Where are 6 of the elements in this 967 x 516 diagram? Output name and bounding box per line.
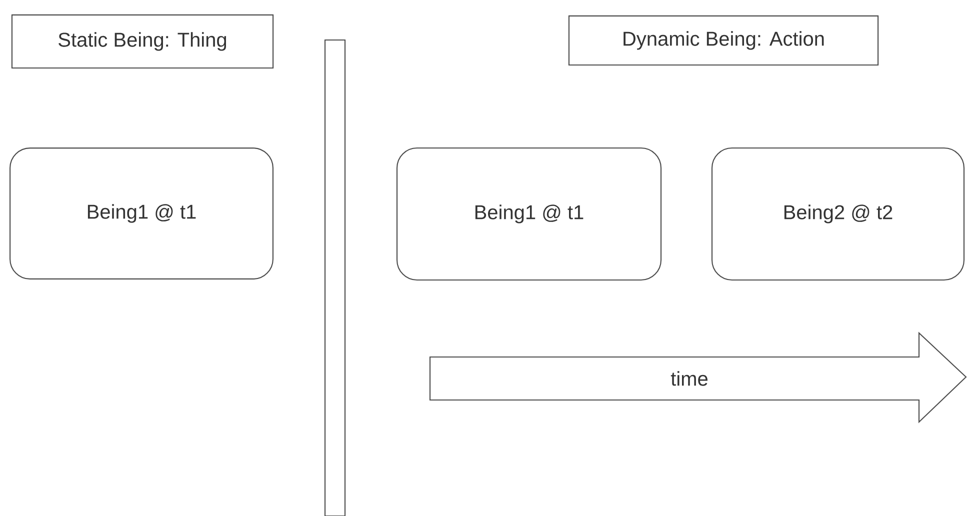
- title-box: Dynamic Being: Action: [568, 15, 879, 66]
- rounded-box: Being2 @ t2: [711, 147, 965, 281]
- rounded-box: Being1 @ t1: [10, 148, 274, 280]
- title-box: Static Being: Thing: [11, 14, 274, 69]
- divider-bar: [324, 39, 346, 516]
- rounded-box: Being1 @ t1: [396, 147, 662, 281]
